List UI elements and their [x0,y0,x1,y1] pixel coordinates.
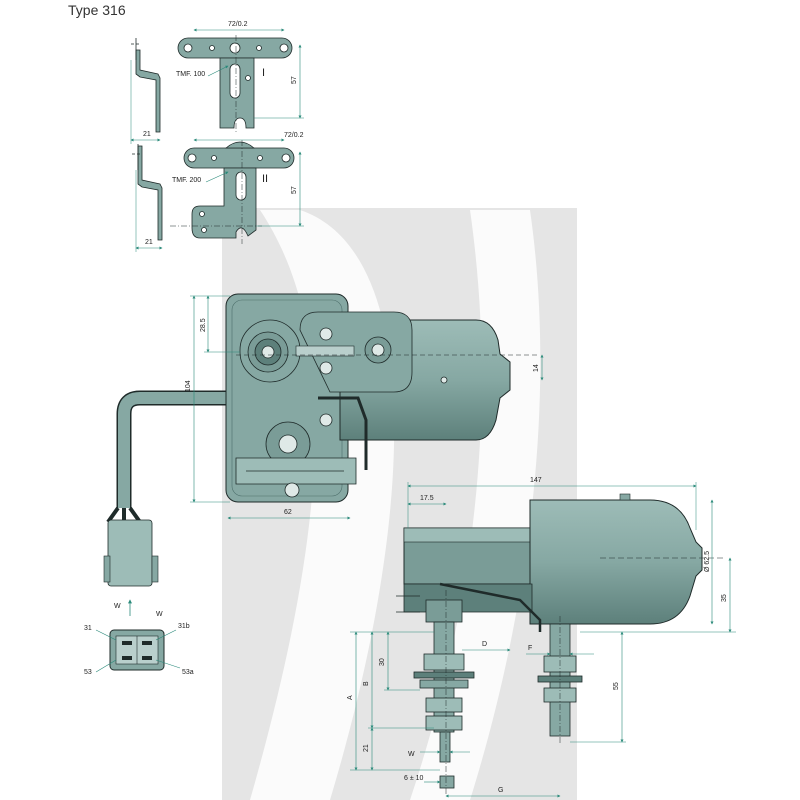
connector-arrow-label: W [114,603,121,610]
side-offset-label: 17.5 [420,495,434,502]
bracket-1-width-label: 72/0.2 [228,21,248,28]
front-view-drawing: 104 28.5 62 14 [103,293,544,587]
side-dim-30-label: 30 [379,658,386,666]
bracket-1-offset-label: 21 [143,131,151,138]
connector-pinout: W W 31 31b 53 53a [84,599,194,676]
bracket-2-roman: II [262,173,268,185]
connector-pin-53-label: 53 [84,669,92,676]
side-dim-a-label: A [347,695,354,700]
front-offset-label: 28.5 [200,318,207,332]
side-dim-g-label: G [498,787,503,794]
side-dim-6-10-label: 6 ± 10 [404,775,424,782]
bracket-2-offset-label: 21 [145,239,153,246]
bracket-1-height-label: 57 [291,76,298,84]
side-dim-b-label: B [363,681,370,686]
side-view-drawing: 147 17.5 Ø 62.5 35 A B 30 21 D F 55 W 6 … [347,477,736,798]
connector-pin-53a-label: 53a [182,669,194,676]
bracket-2-width-label: 72/0.2 [284,132,304,139]
side-dim-f-label: F [528,645,532,652]
bracket-2-height-label: 57 [291,186,298,194]
bracket-2-type-label: TMF. 200 [172,177,201,184]
front-width-label: 62 [284,509,292,516]
connector-pin-31b-label: 31b [178,623,190,630]
connector-top-label: W [156,611,163,618]
connector-pin-31-label: 31 [84,625,92,632]
side-dim-21-label: 21 [363,744,370,752]
side-dim-55-label: 55 [613,682,620,690]
side-dim-w-label: W [408,751,415,758]
bracket-1-roman: I [262,67,265,79]
front-shaft-label: 14 [533,364,540,372]
side-diameter-label: Ø 62.5 [704,551,711,572]
bracket-1-type-label: TMF. 100 [176,71,205,78]
side-length-label: 147 [530,477,542,484]
bracket-1-drawing: 21 72/0.2 57 TMF. 100 I [130,21,304,144]
side-dim-d-label: D [482,641,487,648]
front-height-label: 104 [185,380,192,392]
side-axis-height-label: 35 [721,594,728,602]
bracket-2-drawing: 21 72/0.2 57 TMF. 200 II [132,132,304,252]
page-title: Type 316 [68,2,126,18]
